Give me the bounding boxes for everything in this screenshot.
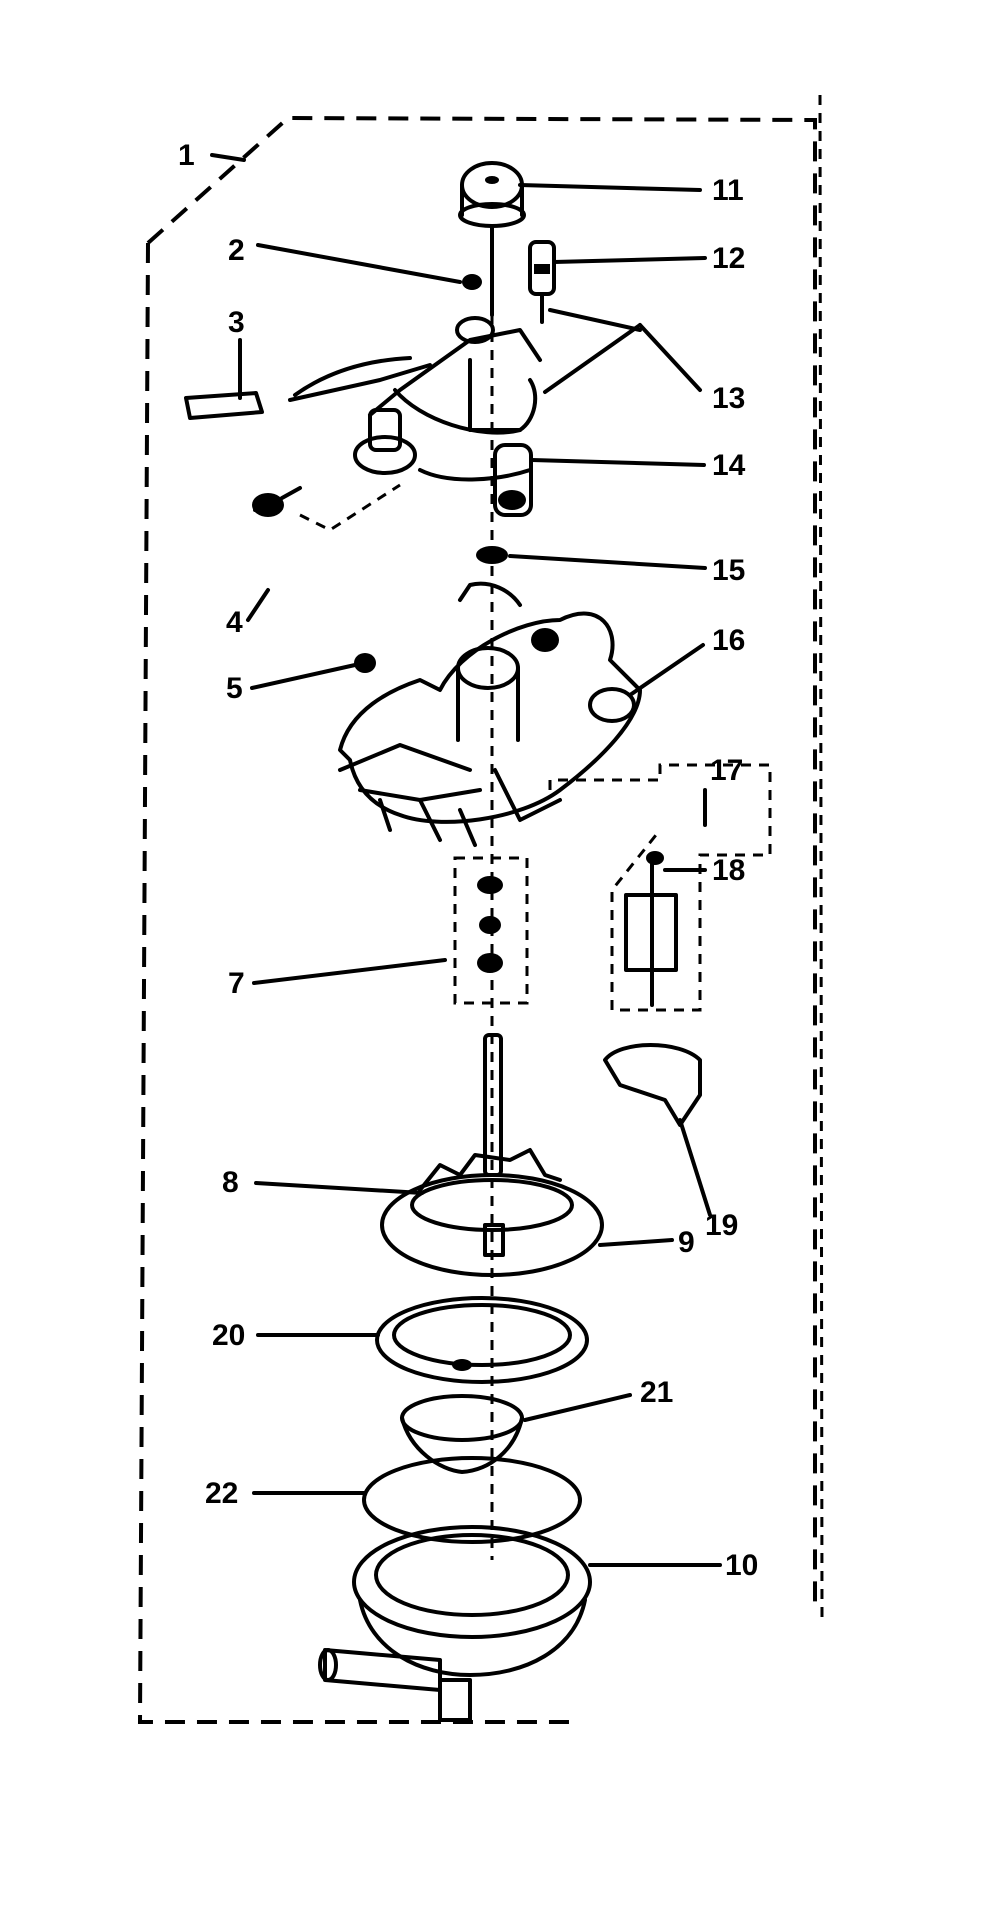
callout-9: 9 (678, 1226, 695, 1259)
callout-7: 7 (228, 967, 245, 1000)
callout-3: 3 (228, 306, 245, 339)
part-5-screw (354, 653, 376, 673)
part-22-gasket (362, 1456, 582, 1544)
assembly-boundary (137, 94, 824, 1724)
part-9-agitator-base (380, 1148, 604, 1277)
callout-17: 17 (710, 754, 743, 787)
callout-22: 22 (205, 1477, 238, 1510)
part-17-bracket-kit (548, 763, 772, 1127)
part-3-handle (184, 356, 432, 420)
callout-13: 13 (712, 382, 745, 415)
callout-21: 21 (640, 1376, 673, 1409)
part-4-clip (252, 483, 401, 532)
callout-8: 8 (222, 1166, 239, 1199)
callout-1: 1 (178, 139, 195, 172)
part-10-housing (318, 1525, 592, 1722)
callout-labels: 1 2 3 4 5 7 8 9 10 11 12 13 14 15 16 17 … (178, 139, 758, 1582)
part-13-rod (543, 308, 642, 394)
part-7-seal-kit (453, 856, 529, 1005)
part-15-washer (476, 546, 508, 564)
part-14-mechanism (353, 316, 542, 517)
part-21-cup (400, 1394, 524, 1474)
part-11-pulley (458, 161, 526, 317)
callout-12: 12 (712, 242, 745, 275)
callout-11: 11 (712, 174, 744, 207)
callout-19: 19 (705, 1209, 738, 1242)
callout-18: 18 (712, 854, 745, 887)
part-2-screw (462, 274, 482, 290)
callout-4: 4 (226, 606, 243, 639)
callout-20: 20 (212, 1319, 245, 1352)
callout-14: 14 (712, 449, 746, 482)
part-16-housing (338, 581, 642, 847)
leader-lines (210, 153, 722, 1567)
callout-10: 10 (725, 1549, 758, 1582)
callout-16: 16 (712, 624, 745, 657)
part-20-ring (375, 1296, 589, 1384)
callout-15: 15 (712, 554, 745, 587)
callout-5: 5 (226, 672, 243, 705)
part-12-roller (528, 240, 556, 324)
callout-2: 2 (228, 234, 245, 267)
